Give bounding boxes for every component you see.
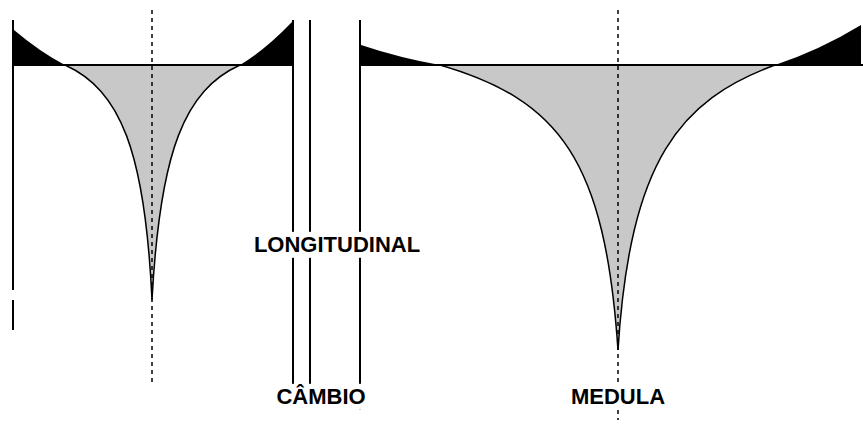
panel-border [12,20,14,290]
section-label: MEDULA [568,384,668,410]
black-wedge [361,45,440,65]
black-wedge [14,30,65,65]
axis-line [617,10,619,420]
section-label: CÂMBIO [273,384,368,410]
panel-border [292,20,294,385]
grey-region [440,65,775,350]
section-label: LONGITUDINAL [251,232,423,258]
panel-border [359,20,361,410]
surface-line [13,64,293,66]
black-wedge [240,22,292,65]
panel-border [12,300,14,330]
axis-line [151,10,153,385]
surface-line [360,64,863,66]
black-wedge [775,25,861,65]
panel-border [309,20,311,390]
